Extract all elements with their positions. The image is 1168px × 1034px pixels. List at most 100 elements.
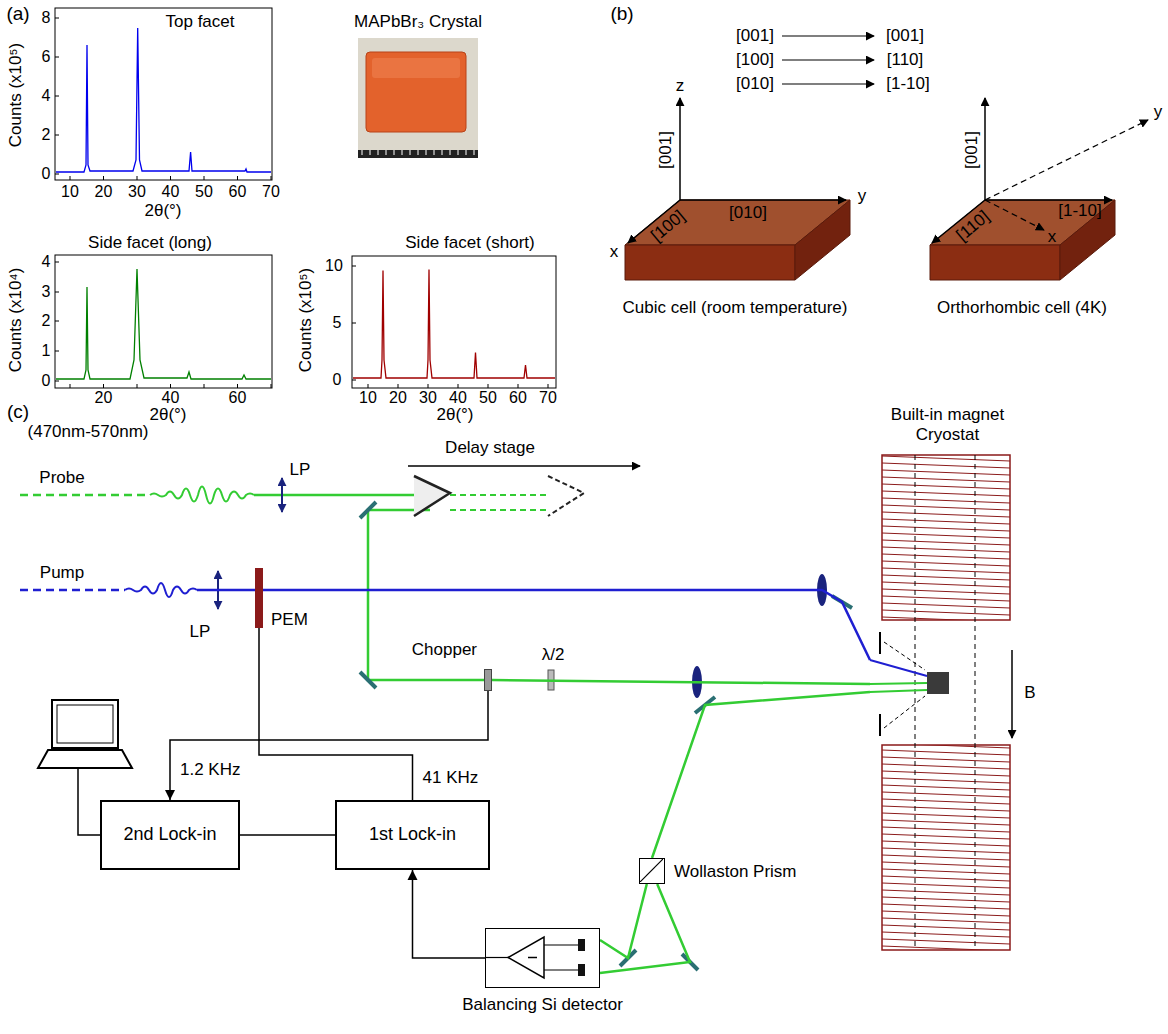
axis-title: 2θ(°) [144, 201, 181, 221]
tick-label: 30 [128, 183, 146, 201]
tick-label: 2 [42, 312, 51, 330]
laser-beam [652, 692, 870, 858]
tick-label: 1 [42, 342, 51, 360]
tick-label: 60 [509, 389, 527, 407]
tick-label: 60 [229, 389, 247, 407]
signal-wire [240, 834, 335, 836]
crystal-photo [358, 38, 478, 158]
tick-label: 20 [95, 389, 113, 407]
node-heading: Wollaston Prism [674, 862, 797, 882]
cubic-cell-block [680, 199, 846, 201]
wire [486, 957, 508, 958]
signal-wire [413, 870, 486, 958]
tick-label: 10 [325, 257, 343, 275]
pem-modulator: PEM [255, 568, 263, 628]
mirror [360, 502, 852, 970]
laser-beam [600, 884, 647, 958]
magnet-cryostat [870, 660, 927, 676]
orthorhombic-cell-block [985, 199, 1112, 201]
xrd-chart-top [56, 28, 271, 172]
direction-label: [110] [887, 50, 924, 70]
orthorhombic-cell-block [930, 98, 1148, 280]
signal-wire [170, 691, 488, 800]
axis-name: x [610, 242, 619, 262]
xrd-chart-long [55, 255, 272, 388]
stage-label: Delay stage [445, 438, 535, 458]
cell-caption: Orthorhombic cell (4K) [937, 298, 1107, 318]
direction-label: [010] [729, 203, 767, 223]
axis-title: Counts (x10⁴) [6, 268, 26, 373]
pump-beam [125, 583, 197, 597]
probe-beam [20, 494, 150, 497]
xrd-chart-long [55, 262, 271, 388]
cubic-cell-block [679, 98, 681, 200]
magnet-cryostat [915, 455, 975, 950]
amplifier-symbol [508, 937, 544, 978]
laser-beam [652, 692, 870, 858]
wollaston-prism: Wollaston Prism [639, 858, 665, 884]
lock-in-box: 1st Lock-in [335, 800, 490, 870]
laser-beam [600, 884, 690, 973]
panel-letter: (c) [7, 401, 29, 423]
balanced-detector: Balancing Si detector [485, 928, 600, 988]
wire [544, 969, 578, 970]
tick-label: 5 [333, 314, 342, 332]
frequency-label: 41 KHz [421, 768, 481, 788]
xrd-chart-top [55, 8, 272, 180]
polarizer-label: LP [190, 622, 211, 642]
tick-label: 10 [61, 183, 79, 201]
laptop-computer [57, 705, 113, 743]
signal-wire [165, 691, 488, 800]
tick-label: 40 [162, 183, 180, 201]
orthorhombic-cell-block [985, 200, 1044, 230]
probe-beam [150, 487, 254, 504]
pump-beam [20, 583, 255, 597]
prism-diagonal [640, 859, 663, 882]
axis-title: Counts (x10⁵) [296, 268, 316, 372]
node-heading: Chopper [412, 640, 477, 660]
tick-label: 50 [479, 389, 497, 407]
chart-title: Side facet (long) [88, 233, 212, 253]
node-label: 1st Lock-in [369, 824, 456, 846]
direction-label: [1-10] [886, 74, 929, 94]
crystal-photo [366, 52, 466, 132]
orthorhombic-cell-block [930, 245, 1060, 280]
crystal-photo [372, 58, 460, 78]
tick-label: 20 [389, 389, 407, 407]
laser-beam [263, 590, 870, 660]
chart-title: Top facet [166, 12, 235, 32]
laser-beam [492, 680, 870, 684]
cell-caption: Cubic cell (room temperature) [623, 298, 848, 318]
probe-beam [368, 510, 484, 680]
delay-stage [408, 465, 640, 467]
chart-title: Side facet (short) [405, 233, 534, 253]
magnet-cryostat [927, 672, 949, 694]
photodiode [578, 939, 585, 951]
magnet-cryostat [882, 745, 1010, 950]
magnet-cryostat [870, 683, 927, 692]
polarizer-label: LP [290, 460, 311, 480]
laser-beam [600, 884, 647, 958]
node-heading: Balancing Si detector [462, 995, 623, 1015]
xrd-chart-top [55, 18, 271, 180]
tick-label: 50 [195, 183, 213, 201]
axis-title: 2θ(°) [149, 405, 186, 425]
axis-name: z [676, 76, 685, 96]
node-heading: Built-in magnet Cryostat [870, 405, 1025, 446]
axis-name: y [1154, 102, 1163, 122]
polarizer-arrow [281, 478, 283, 512]
axis-name: y [858, 186, 867, 206]
frequency-label: 1.2 KHz [178, 760, 242, 780]
arrow-head [165, 790, 175, 800]
tick-label: 40 [449, 389, 467, 407]
beam-name: Probe [39, 468, 84, 488]
probe-beam [450, 495, 548, 510]
cubic-cell-block [625, 245, 795, 280]
axis-title: Counts (x10⁵) [6, 43, 26, 147]
laptop-computer [52, 700, 118, 748]
mirror [360, 502, 852, 970]
orthorhombic-cell-block [984, 98, 986, 200]
signal-wire [408, 870, 486, 958]
tick-label: 8 [42, 9, 51, 27]
